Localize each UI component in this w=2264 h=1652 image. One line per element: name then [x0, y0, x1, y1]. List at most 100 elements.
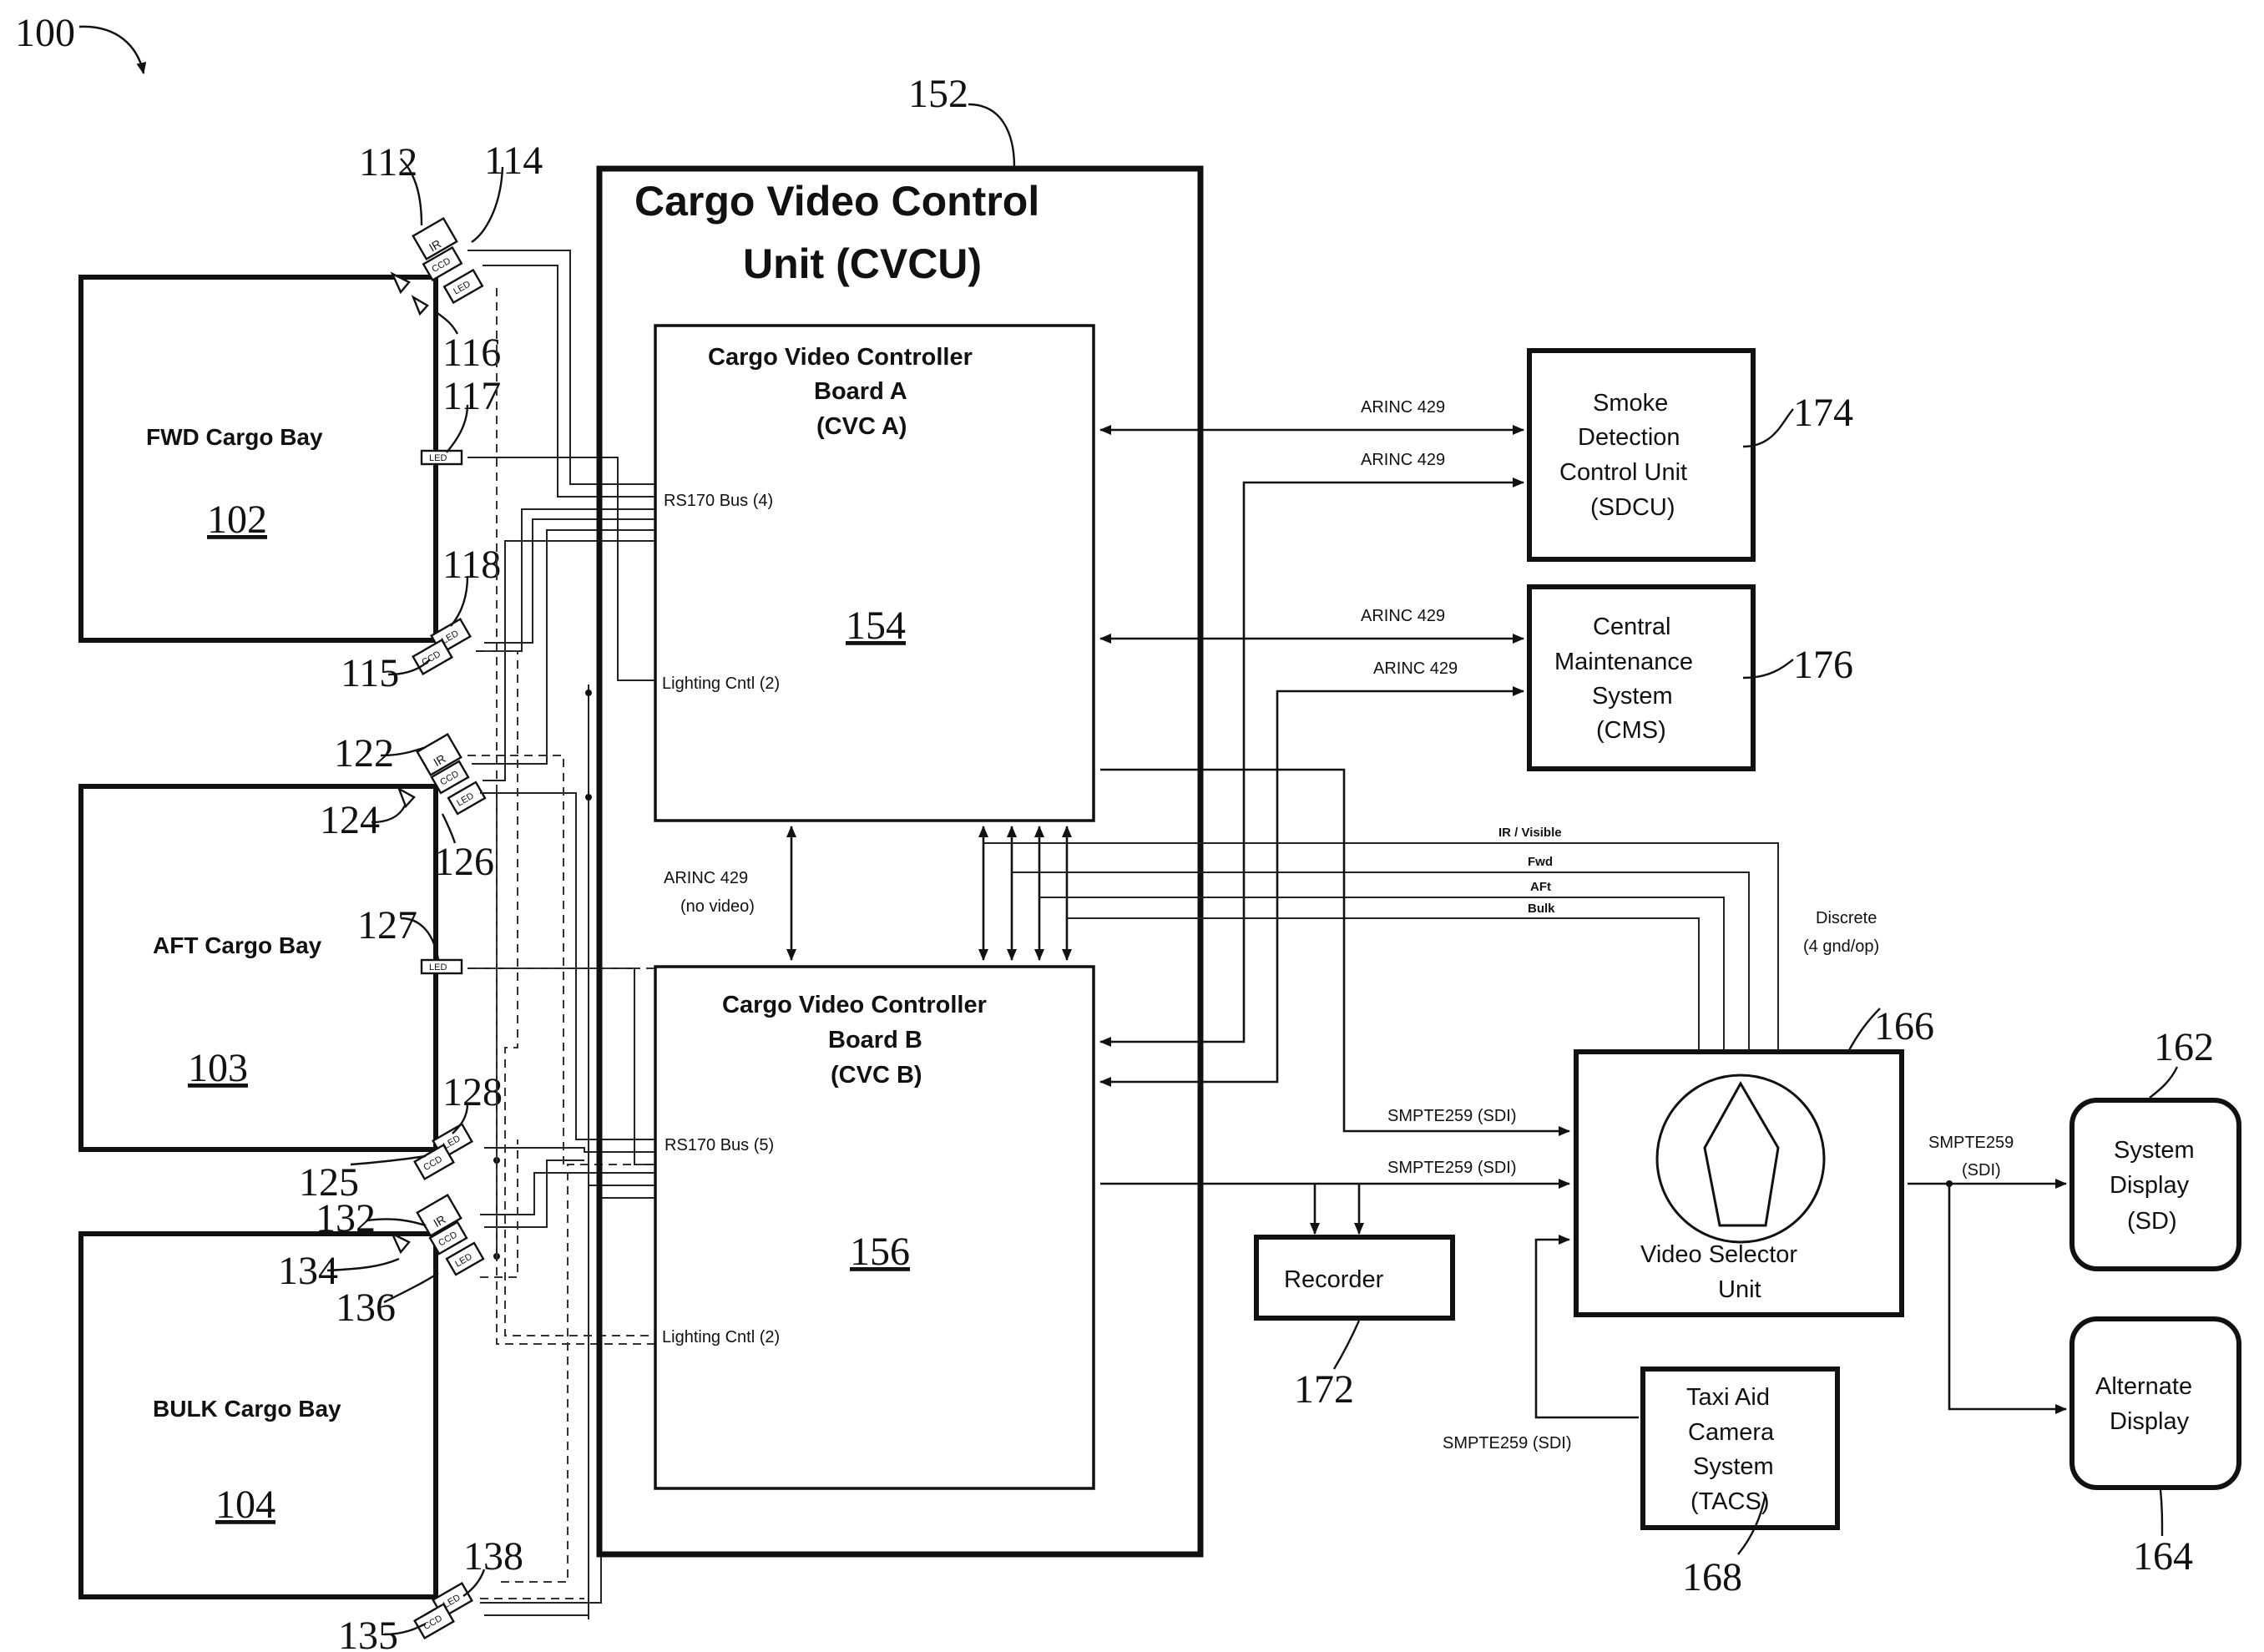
arinc-b-sdcu-label: ARINC 429	[1361, 451, 1445, 469]
fwd-cargo-bay-ref: 102	[207, 498, 267, 542]
ref-115: 115	[341, 651, 399, 695]
sdcu-line3: Control Unit	[1559, 459, 1687, 486]
sdcu-unit: Smoke Detection Control Unit (SDCU) 174	[1529, 351, 1853, 559]
ref-136: 136	[336, 1286, 396, 1330]
board-b-line3: (CVC B)	[831, 1062, 922, 1089]
alternate-display-line1: Alternate	[2095, 1373, 2192, 1400]
tacs-ref: 168	[1682, 1555, 1742, 1599]
cvcu-ref: 152	[908, 72, 968, 116]
ref-135: 135	[338, 1614, 398, 1652]
cms-ref: 176	[1793, 643, 1853, 687]
inter-board-link: ARINC 429 (no video)	[664, 826, 1067, 960]
sdi-tacs-label: SMPTE259 (SDI)	[1443, 1434, 1571, 1452]
selector-line1: Video Selector	[1640, 1241, 1797, 1268]
figure-ref-arrow	[79, 27, 144, 73]
system-display-line1: System	[2114, 1137, 2195, 1164]
cvcu-title-line1: Cargo Video Control	[634, 178, 1039, 225]
camera-assembly-bulk-bottom: LED CCD	[415, 1584, 473, 1639]
system-display: System Display (SD) 162	[2072, 1025, 2239, 1269]
cms-line4: (CMS)	[1596, 717, 1666, 744]
sdi-label-1: SMPTE259 (SDI)	[1387, 1107, 1516, 1125]
arinc-b-cms-label: ARINC 429	[1373, 659, 1458, 678]
led-label: LED	[429, 453, 447, 463]
discrete-label-1: Discrete	[1816, 909, 1877, 927]
arinc-links: ARINC 429 ARINC 429 ARINC 429 ARINC 429	[1100, 398, 1524, 1082]
sdcu-line4: (SDCU)	[1590, 494, 1675, 521]
ref-128: 128	[442, 1070, 503, 1114]
selector-knob-icon	[1657, 1075, 1824, 1242]
video-selector-unit: Video Selector Unit 166	[1576, 1004, 1934, 1315]
camera-reference-numerals: 112 114 116 117 118 115 122 124 126 127 …	[278, 139, 543, 1652]
board-a-rs170-label: RS170 Bus (4)	[664, 492, 773, 510]
ref-138: 138	[463, 1534, 523, 1579]
board-b-line2: Board B	[828, 1027, 922, 1053]
selector-ref: 166	[1874, 1004, 1934, 1048]
tacs-line2: Camera	[1688, 1419, 1775, 1446]
tacs-line1: Taxi Aid	[1686, 1384, 1770, 1411]
ir-visible-label: IR / Visible	[1498, 826, 1562, 840]
alternate-display-line2: Display	[2110, 1408, 2190, 1435]
board-a-line2: Board A	[814, 378, 907, 405]
recorder-label: Recorder	[1284, 1266, 1384, 1293]
ref-112: 112	[359, 140, 417, 184]
tacs-unit: Taxi Aid Camera System (TACS) 168	[1643, 1369, 1837, 1599]
bulk-cargo-bay-ref: 104	[215, 1483, 275, 1527]
camera-assembly-aft-top: IR CCD LED	[399, 735, 485, 814]
board-a-line1: Cargo Video Controller	[708, 344, 973, 371]
ref-126: 126	[434, 840, 494, 884]
ref-116: 116	[442, 331, 501, 375]
inter-board-label-1: ARINC 429	[664, 869, 748, 887]
cvc-board-a: Cargo Video Controller Board A (CVC A) 1…	[655, 326, 1094, 821]
inter-board-label-2: (no video)	[680, 897, 755, 916]
tacs-line3: System	[1693, 1453, 1774, 1480]
fwd-cargo-bay: FWD Cargo Bay 102	[81, 277, 436, 640]
figure-ref: 100	[15, 11, 75, 55]
cms-line3: System	[1592, 683, 1673, 710]
recorder-unit: Recorder 172	[1256, 1237, 1453, 1412]
arinc-a-cms-label: ARINC 429	[1361, 607, 1445, 625]
aft-cargo-bay-ref: 103	[188, 1046, 248, 1090]
aft-signal-label: AFt	[1530, 880, 1551, 894]
ref-117: 117	[442, 374, 501, 418]
alternate-display-ref: 164	[2133, 1534, 2193, 1579]
system-display-line2: Display	[2110, 1172, 2190, 1199]
board-a-lighting-label: Lighting Cntl (2)	[662, 674, 780, 693]
board-a-line3: (CVC A)	[816, 413, 907, 440]
sdi-label-2: SMPTE259 (SDI)	[1387, 1159, 1516, 1177]
cvcu-title-line2: Unit (CVCU)	[743, 240, 982, 287]
bulk-cargo-bay-label: BULK Cargo Bay	[153, 1396, 341, 1422]
system-display-ref: 162	[2154, 1025, 2214, 1069]
cms-unit: Central Maintenance System (CMS) 176	[1529, 587, 1853, 769]
discrete-lines: IR / Visible Fwd AFt Bulk Discrete (4 gn…	[983, 826, 1879, 1050]
ref-118: 118	[442, 543, 501, 587]
recorder-ref: 172	[1294, 1367, 1354, 1412]
sdcu-line1: Smoke	[1593, 390, 1668, 417]
selector-line2: Unit	[1718, 1276, 1761, 1303]
led-aft-127: LED	[422, 960, 462, 973]
board-b-rs170-label: RS170 Bus (5)	[665, 1136, 774, 1154]
fwd-cargo-bay-label: FWD Cargo Bay	[146, 424, 323, 450]
sdcu-line2: Detection	[1578, 424, 1680, 451]
board-a-ref: 154	[846, 604, 906, 648]
aft-cargo-bay: AFT Cargo Bay 103	[81, 786, 436, 1149]
ref-124: 124	[320, 798, 380, 842]
led-fwd-117: LED	[422, 451, 462, 464]
alternate-display: Alternate Display 164	[2072, 1319, 2239, 1579]
ref-132: 132	[316, 1196, 376, 1240]
board-b-ref: 156	[850, 1230, 910, 1274]
discrete-label-2: (4 gnd/op)	[1803, 937, 1879, 956]
aft-cargo-bay-label: AFT Cargo Bay	[153, 932, 322, 958]
ref-122: 122	[334, 731, 394, 775]
selector-pointer-icon	[1705, 1084, 1778, 1225]
sdi-out-label-2: (SDI)	[1962, 1161, 2001, 1180]
cvc-board-b: Cargo Video Controller Board B (CVC B) 1…	[655, 967, 1094, 1488]
cms-line1: Central	[1593, 614, 1671, 640]
arinc-a-sdcu-label: ARINC 429	[1361, 398, 1445, 417]
led-label: LED	[429, 962, 447, 973]
cms-line2: Maintenance	[1554, 649, 1693, 675]
system-display-line3: (SD)	[2127, 1208, 2177, 1235]
bulk-signal-label: Bulk	[1528, 902, 1555, 916]
tacs-line4: (TACS)	[1690, 1488, 1770, 1515]
ref-127: 127	[357, 903, 417, 947]
